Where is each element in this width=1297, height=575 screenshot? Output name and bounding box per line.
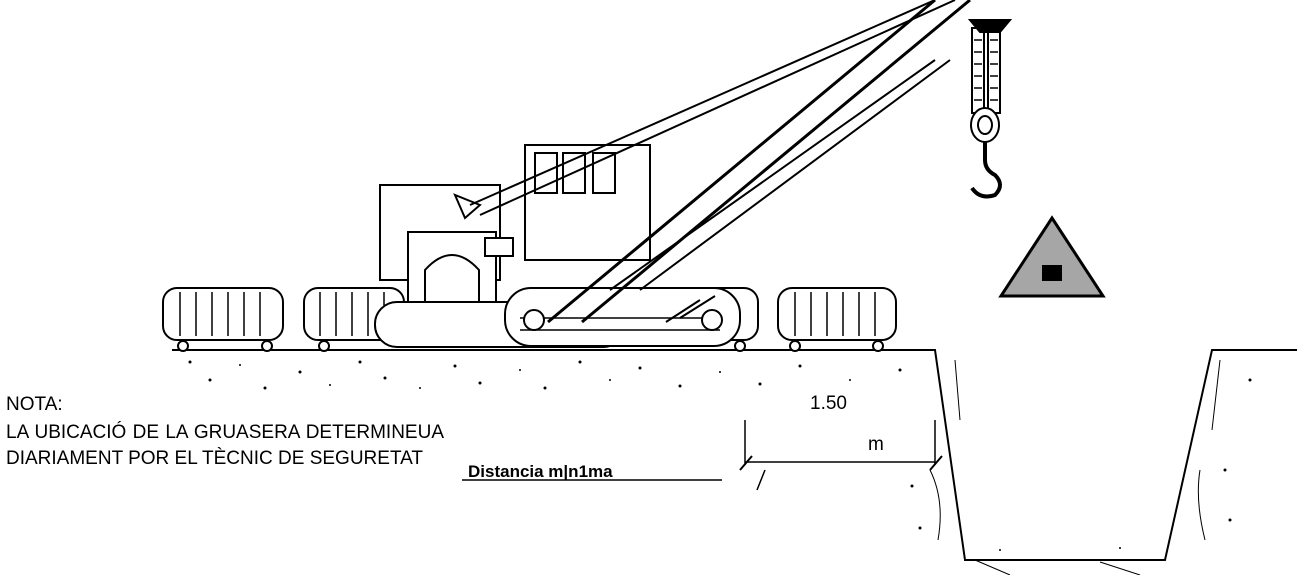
crawler-crane-icon (374, 0, 971, 348)
excavation-trench-icon (172, 349, 1297, 575)
note-title: NOTA: (6, 394, 63, 415)
minimum-distance-value: 1.50 (810, 393, 847, 414)
soil-texture (188, 360, 1252, 551)
suspended-load-warning-icon (998, 215, 1106, 298)
minimum-distance-label: Distancia m|n1ma (468, 462, 613, 481)
note-body: LA UBICACIÓ DE LA GRUASERA DETERMINEUA D… (6, 422, 444, 469)
crane-hook-icon (967, 19, 1013, 199)
minimum-distance-unit: m (868, 434, 884, 455)
minimum-distance-dimension (462, 420, 943, 491)
